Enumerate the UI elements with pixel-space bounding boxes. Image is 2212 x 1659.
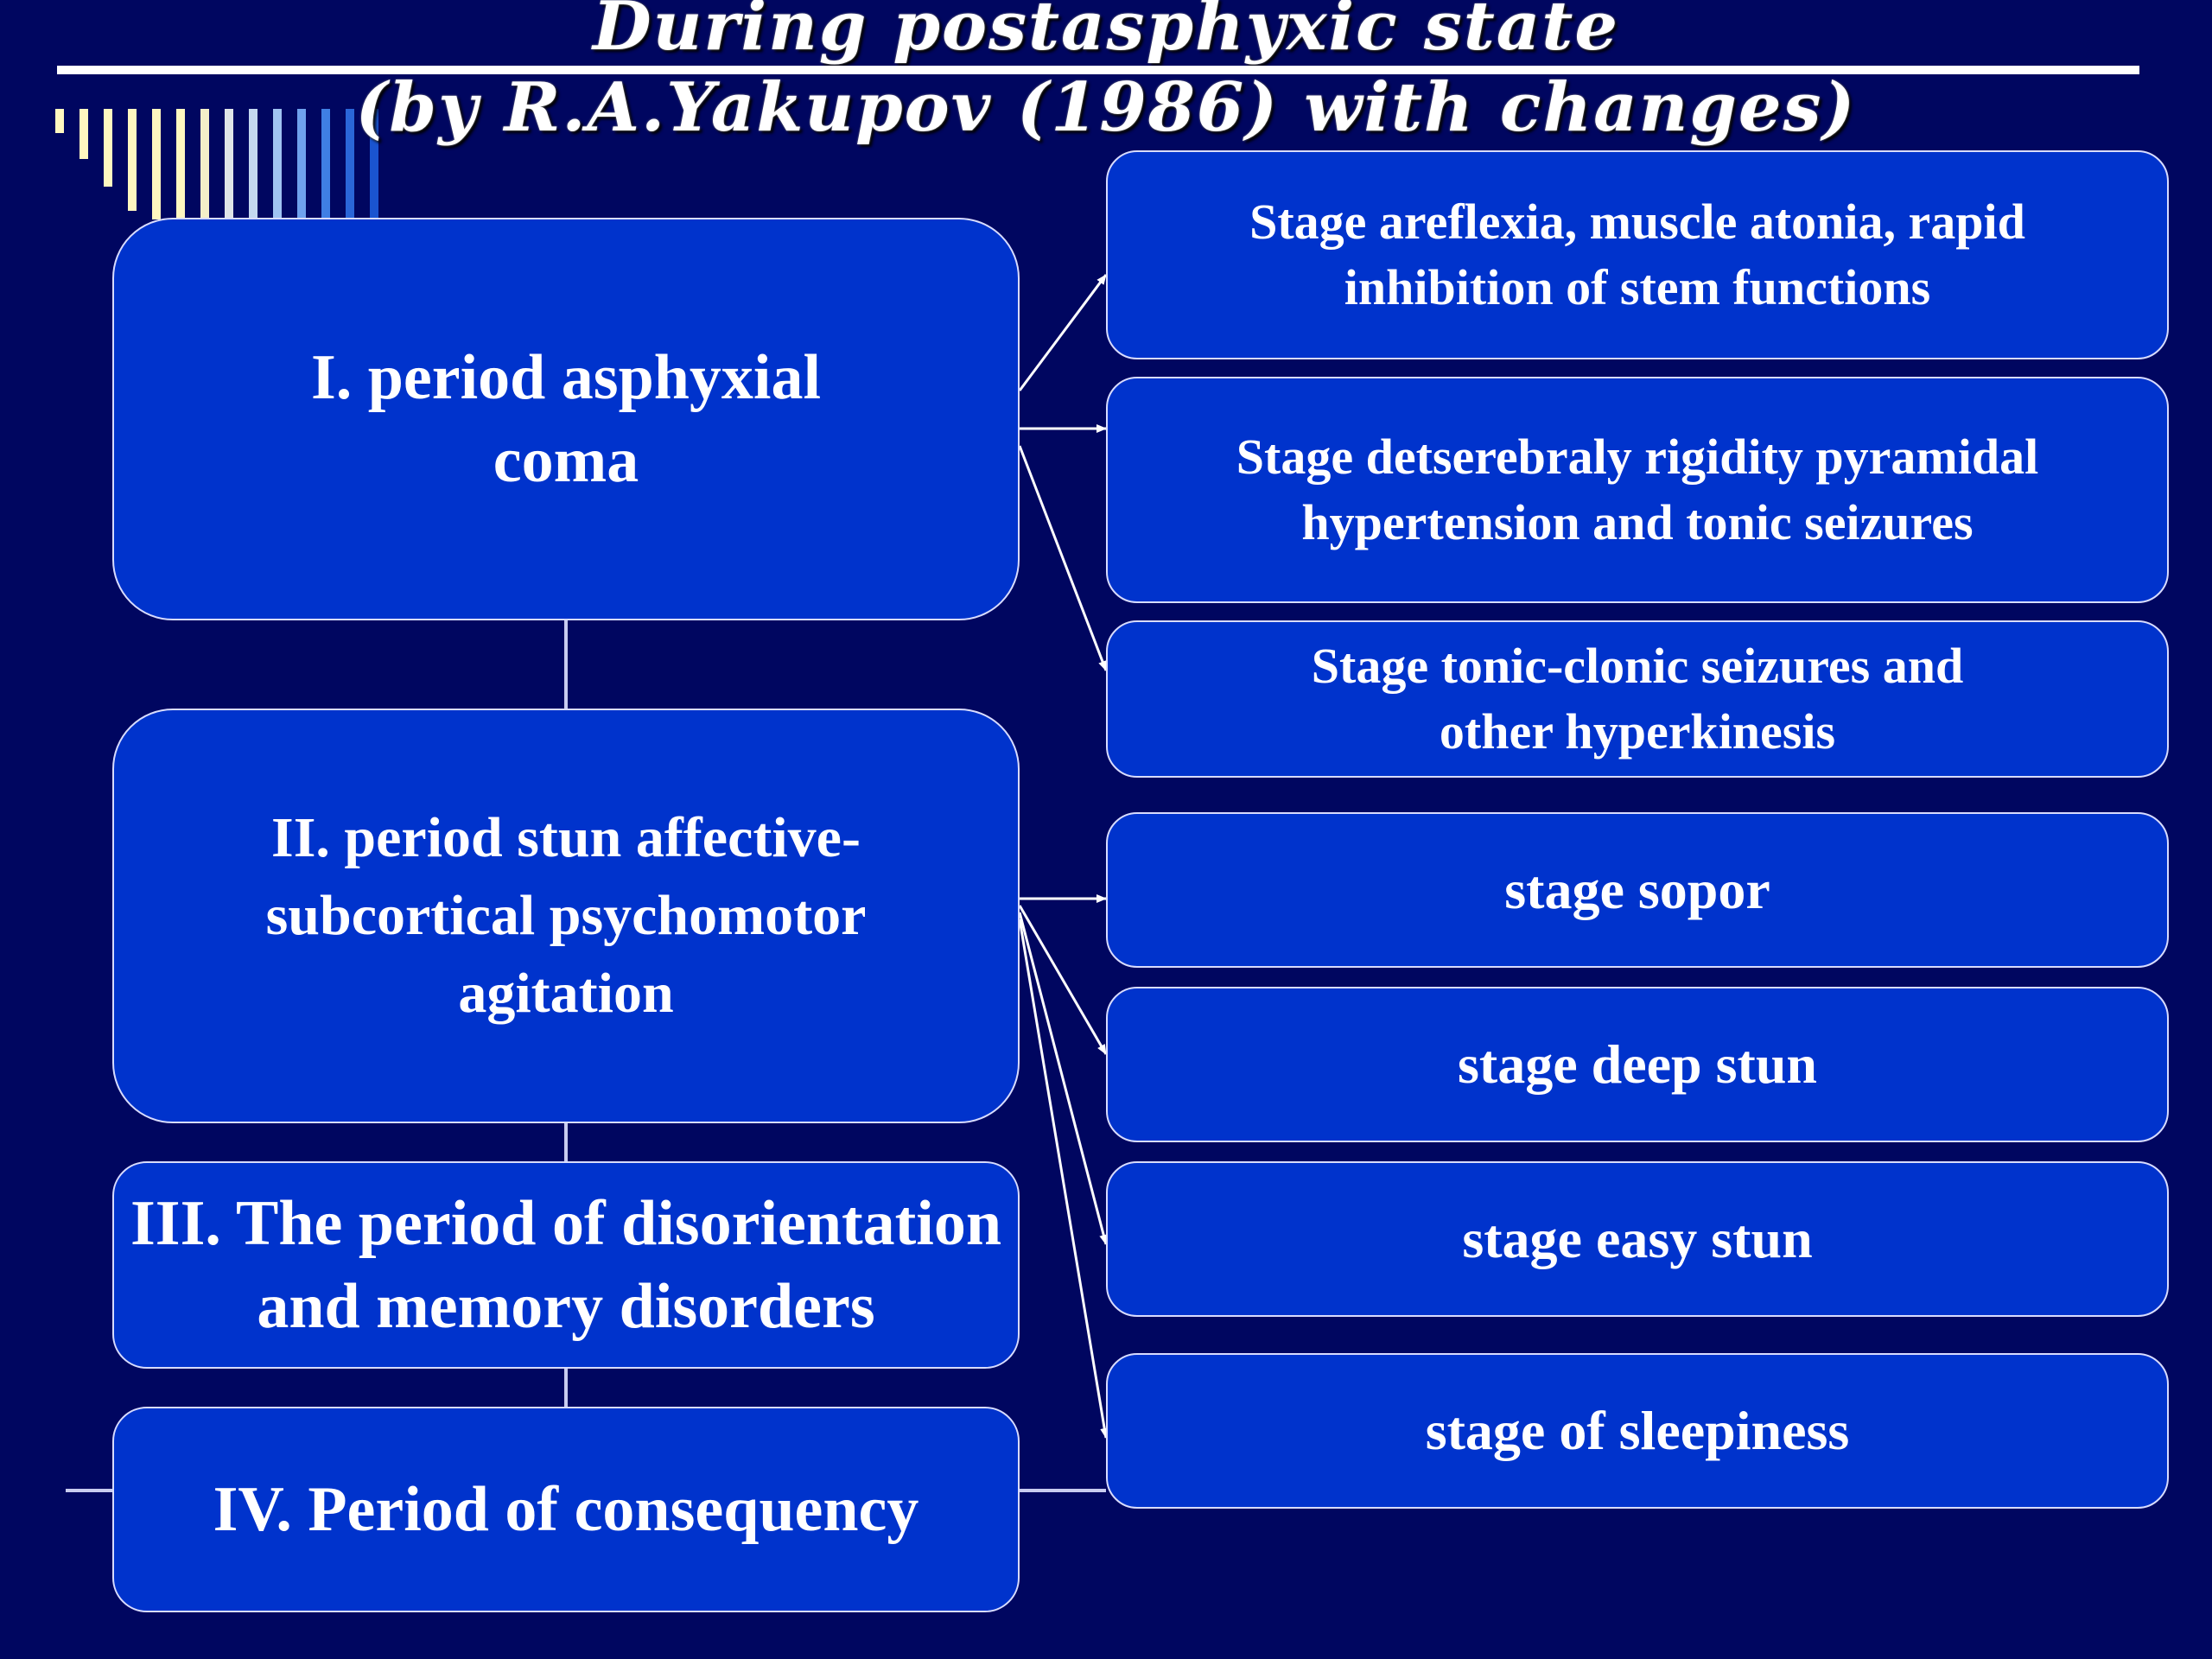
arrow-p2-s5: [1018, 905, 1108, 1055]
arrow-p1-s3: [1018, 445, 1108, 671]
stage-7-label: stage of sleepiness: [1425, 1400, 1850, 1461]
period-3-label: III. The period of disorientation and me…: [130, 1188, 1002, 1342]
period-2-label: II. period stun affective-subcortical ps…: [265, 806, 867, 1025]
title-line-2: (by R.A.Yakupov (1986) with changes): [355, 68, 1857, 147]
stage-2-box: Stage detserebraly rigidity pyramidal hy…: [1106, 377, 2169, 603]
arrow-p2-s7: [1018, 918, 1109, 1439]
stage-2-label: Stage detserebraly rigidity pyramidal hy…: [1236, 429, 2039, 550]
period-2-box: II. period stun affective-subcortical ps…: [112, 709, 1020, 1123]
period-4-box: IV. Period of consequency: [112, 1407, 1020, 1612]
stage-4-box: stage sopor: [1106, 812, 2169, 968]
title-line-1: During postasphyxic state: [593, 0, 1619, 66]
stage-5-label: stage deep stun: [1457, 1033, 1818, 1095]
decorative-stripes: [55, 109, 378, 219]
period-4-label: IV. Period of consequency: [213, 1474, 919, 1545]
arrow-p2-s6: [1018, 912, 1109, 1245]
arrow-p1-s1: [1018, 274, 1108, 391]
stage-3-box: Stage tonic-clonic seizures and other hy…: [1106, 620, 2169, 778]
stage-5-box: stage deep stun: [1106, 987, 2169, 1142]
period-1-label: I. period asphyxial coma: [310, 342, 822, 496]
period-1-box: I. period asphyxial coma: [112, 218, 1020, 620]
period-3-box: III. The period of disorientation and me…: [112, 1161, 1020, 1369]
stage-1-label: Stage areflexia, muscle atonia, rapid in…: [1249, 194, 2025, 315]
stage-4-label: stage sopor: [1504, 859, 1770, 920]
stage-6-label: stage easy stun: [1462, 1208, 1813, 1269]
stage-3-label: Stage tonic-clonic seizures and other hy…: [1311, 638, 1964, 760]
title-underline: [57, 66, 2139, 74]
stage-1-box: Stage areflexia, muscle atonia, rapid in…: [1106, 150, 2169, 359]
stage-6-box: stage easy stun: [1106, 1161, 2169, 1317]
stage-7-box: stage of sleepiness: [1106, 1353, 2169, 1509]
